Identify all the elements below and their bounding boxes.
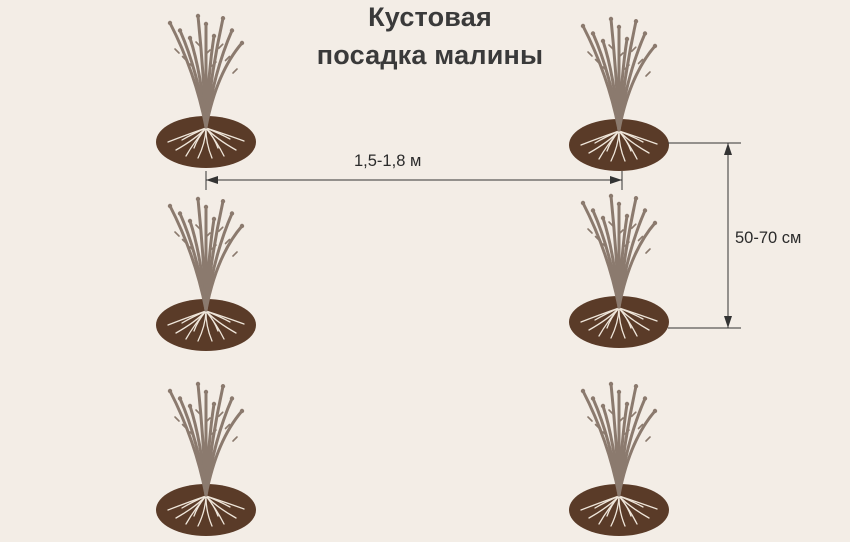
raspberry-bush-right-3 bbox=[569, 381, 669, 536]
roots-icon bbox=[167, 310, 245, 342]
stems-icon bbox=[580, 193, 658, 309]
raspberry-bush-left-1 bbox=[156, 13, 256, 168]
roots-icon bbox=[580, 495, 658, 527]
stems-icon bbox=[580, 16, 658, 132]
soil-mound bbox=[156, 299, 256, 351]
roots-icon bbox=[167, 127, 245, 159]
soil-mound bbox=[569, 296, 669, 348]
roots-icon bbox=[167, 495, 245, 527]
stems-icon bbox=[167, 196, 245, 312]
soil-mound bbox=[156, 116, 256, 168]
plant-spacing-arrow-bottom bbox=[724, 316, 732, 328]
title-line-1: Кустовая bbox=[368, 2, 492, 32]
raspberry-bush-left-2 bbox=[156, 196, 256, 351]
stems-icon bbox=[167, 381, 245, 497]
soil-mound bbox=[569, 119, 669, 171]
row-spacing-dimension bbox=[205, 171, 623, 190]
plant-spacing-dimension bbox=[668, 142, 741, 329]
soil-mound bbox=[569, 484, 669, 536]
row-spacing-arrow-right bbox=[610, 176, 622, 184]
roots-icon bbox=[580, 130, 658, 162]
plant-spacing-label: 50-70 см bbox=[735, 229, 802, 247]
raspberry-bush-right-2 bbox=[569, 193, 669, 348]
soil-mound bbox=[156, 484, 256, 536]
stems-icon bbox=[580, 381, 658, 497]
raspberry-bush-left-3 bbox=[156, 381, 256, 536]
title-line-2: посадка малины bbox=[316, 40, 544, 70]
roots-icon bbox=[580, 307, 658, 339]
stems-icon bbox=[167, 13, 245, 129]
row-spacing-arrow-left bbox=[206, 176, 218, 184]
raspberry-bush-right-1 bbox=[569, 16, 669, 171]
plant-spacing-arrow-top bbox=[724, 143, 732, 155]
row-spacing-label: 1,5-1,8 м bbox=[354, 152, 422, 170]
